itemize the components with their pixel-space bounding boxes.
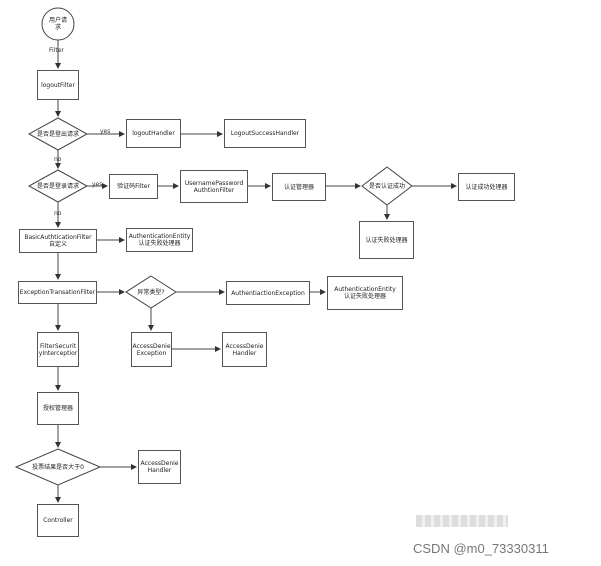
auth-success-question-label: 是否认证成功 bbox=[368, 182, 405, 190]
authentication-exception-node: AuthentiactionException bbox=[226, 281, 310, 305]
username-password-filter-node: UsernamePassword AuthtionFilter bbox=[180, 170, 248, 203]
authentication-entity-node-2: AuthenticationEntity 认证失败处理器 bbox=[327, 276, 403, 310]
access-denied-handler-node-2: AccessDenie Handler bbox=[138, 450, 181, 484]
exception-transation-filter-node: ExceptionTransationFilter bbox=[18, 281, 97, 304]
edge-label-no-login: no bbox=[54, 210, 62, 217]
vote-question-label: 投票结果是否大于0 bbox=[32, 463, 84, 471]
filter-security-interceptor-node: FilterSecurit yInterceptior bbox=[37, 332, 79, 367]
basic-auth-filter-node: BasicAuthticationFilter 自定义 bbox=[19, 229, 97, 253]
authorization-manager-node: 授权管理器 bbox=[37, 392, 79, 425]
auth-manager-node: 认证管理器 bbox=[272, 173, 326, 201]
authentication-entity-node-1: AuthenticationEntity 认证失败处理器 bbox=[126, 228, 193, 252]
access-denied-handler-node-1: AccessDenie Handler bbox=[222, 332, 267, 367]
logout-filter-node: logoutFilter bbox=[37, 70, 79, 100]
captcha-filter-node: 验证码Filter bbox=[109, 174, 158, 199]
edge-label-yes-login: yes bbox=[92, 181, 103, 188]
access-denied-exception-node: AccessDenie Exception bbox=[131, 332, 172, 367]
auth-success-handler-node: 认证成功处理器 bbox=[458, 173, 515, 201]
edge-label-yes-logout: yes bbox=[100, 128, 111, 135]
edge-label-no-logout: no bbox=[54, 156, 62, 163]
exception-type-label: 异常类型? bbox=[137, 288, 165, 296]
start-node-label: 用户请 求 bbox=[48, 17, 67, 31]
logout-success-handler-node: LogoutSuccessHandler bbox=[224, 119, 306, 148]
blurred-watermark bbox=[416, 515, 508, 527]
is-login-label: 是否是登录请求 bbox=[36, 182, 79, 190]
auth-fail-handler-node: 认证失败处理器 bbox=[359, 221, 414, 259]
watermark-text: CSDN @m0_73330311 bbox=[413, 541, 549, 556]
edge-label-filter: Filter bbox=[49, 47, 64, 54]
is-logout-label: 是否是登出请求 bbox=[36, 130, 79, 138]
controller-node: Controller bbox=[37, 504, 79, 537]
logout-handler-node: logoutHandler bbox=[126, 119, 181, 148]
